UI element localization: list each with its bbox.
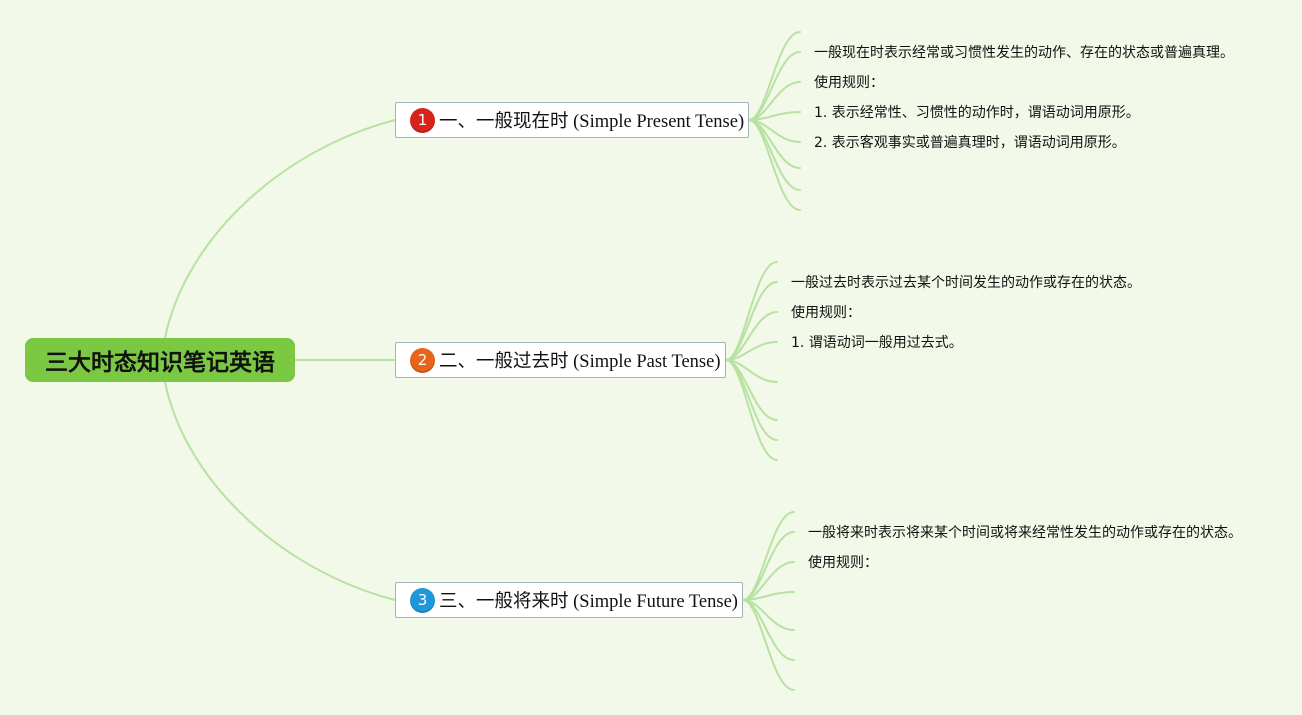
connector-branch-3-2 xyxy=(742,531,795,601)
connector-root-topic-3 xyxy=(164,381,396,601)
note-item[interactable]: 1. 表示经常性、习惯性的动作时，谓语动词用原形。 xyxy=(814,105,1140,121)
connector-branch-1-7 xyxy=(748,119,801,191)
topic-simple-present[interactable]: 1 一、一般现在时 (Simple Present Tense) xyxy=(395,102,749,138)
note-item[interactable]: 一般将来时表示将来某个时间或将来经常性发生的动作或存在的状态。 xyxy=(808,525,1242,541)
note-item[interactable]: 1. 谓语动词一般用过去式。 xyxy=(791,335,963,351)
note-item[interactable]: 一般现在时表示经常或习惯性发生的动作、存在的状态或普遍真理。 xyxy=(814,45,1234,61)
note-item[interactable]: 使用规则： xyxy=(814,75,884,91)
note-item[interactable]: 2. 表示客观事实或普遍真理时，谓语动词用原形。 xyxy=(814,135,1126,151)
topic-simple-past[interactable]: 2 二、一般过去时 (Simple Past Tense) xyxy=(395,342,726,378)
connector-branch-1-2 xyxy=(748,51,801,121)
priority-1-icon: 1 xyxy=(410,107,435,133)
note-item[interactable]: 使用规则： xyxy=(791,305,861,321)
topic-title: 三、一般将来时 (Simple Future Tense) xyxy=(439,592,738,612)
priority-2-icon: 2 xyxy=(410,347,435,373)
topic-title: 二、一般过去时 (Simple Past Tense) xyxy=(439,352,721,372)
connector-branch-1-8 xyxy=(748,119,801,211)
connector-branch-3-7 xyxy=(742,599,795,691)
connector-branch-3-1 xyxy=(742,511,795,601)
note-item[interactable]: 使用规则： xyxy=(808,555,878,571)
note-item[interactable]: 一般过去时表示过去某个时间发生的动作或存在的状态。 xyxy=(791,275,1141,291)
connector-branch-2-6 xyxy=(725,359,778,421)
connector-root-topic-1 xyxy=(164,119,396,339)
connector-branch-1-1 xyxy=(748,31,801,121)
root-title: 三大时态知识笔记英语 xyxy=(45,350,275,376)
priority-3-icon: 3 xyxy=(410,587,435,613)
topic-title: 一、一般现在时 (Simple Present Tense) xyxy=(439,112,745,132)
connector-branch-2-1 xyxy=(725,261,778,361)
topic-simple-future[interactable]: 3 三、一般将来时 (Simple Future Tense) xyxy=(395,582,743,618)
root-topic[interactable]: 三大时态知识笔记英语 xyxy=(25,338,295,382)
connector-branch-2-2 xyxy=(725,281,778,361)
connector-branch-2-8 xyxy=(725,359,778,461)
